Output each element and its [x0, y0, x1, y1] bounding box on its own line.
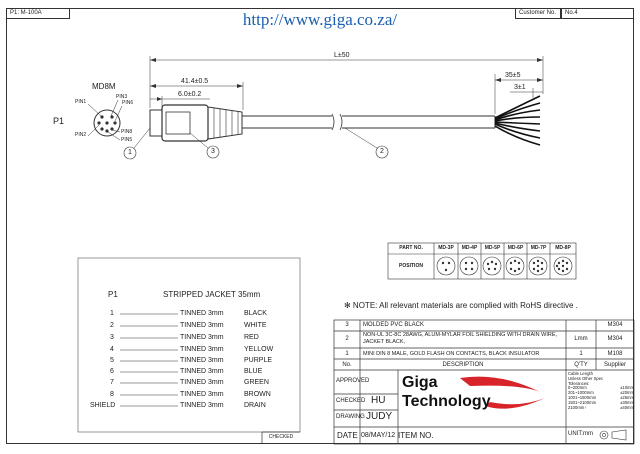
- bom-header-no: No.: [342, 362, 352, 368]
- drawing-label: DRAWING: [336, 414, 365, 420]
- part-md-4p: MD-4P: [461, 245, 478, 251]
- checked-bottom-label: CHECKED: [268, 434, 294, 440]
- date-value: 08/MAY/12: [361, 432, 396, 439]
- checked-label: CHECKED: [336, 398, 366, 404]
- part-md-5p: MD-5P: [484, 245, 501, 251]
- dim-35: 35±5: [505, 72, 521, 79]
- approved-label: APPROVED: [336, 378, 370, 384]
- pin-label: PIN3: [116, 94, 128, 100]
- pin-label: PIN1: [75, 99, 87, 105]
- dim-41: 41.4±0.5: [181, 78, 209, 85]
- part-md-3p: MD-3P: [438, 245, 454, 251]
- callout-3: [206, 145, 220, 159]
- company-name-line2: Technology: [402, 393, 491, 410]
- bom-header-desc: DESCRIPTION: [442, 362, 484, 368]
- callout-1-label: 1: [128, 149, 132, 156]
- bom-header-supplier: Supplier: [603, 362, 626, 368]
- dim-total-length: L±50: [334, 52, 350, 59]
- pin-dot: [100, 115, 104, 119]
- bom-qty: 1: [579, 351, 583, 357]
- part-no-header: PART NO.: [399, 245, 423, 251]
- bom-no: 2: [345, 336, 349, 342]
- connector-body: [161, 104, 209, 142]
- pin-dot: [100, 127, 104, 131]
- bom-header-qty: Q'TY: [574, 362, 588, 368]
- customer-number: No.4: [561, 8, 634, 19]
- dim-6: 6.0±0.2: [178, 91, 202, 98]
- connector-metal-shell: [149, 109, 163, 137]
- callout-2: [375, 145, 389, 159]
- part-md-7p: MD-7P: [530, 245, 547, 251]
- pin-dot: [113, 121, 117, 125]
- rohs-note: ✻ NOTE: All relevant materials are compl…: [344, 301, 578, 310]
- part-md-8p: MD-8P: [555, 245, 571, 251]
- customer-label: Customer No.: [515, 8, 561, 19]
- dim-3: 3±1: [514, 84, 526, 91]
- drawing-frame: [6, 8, 634, 444]
- website-url[interactable]: http://www.giga.co.za/: [242, 10, 398, 29]
- company-name-line1: Giga: [402, 374, 438, 391]
- part-number-box: P1: M-100A: [6, 8, 70, 19]
- pin-label: PIN6: [122, 100, 134, 106]
- wiring-box: [77, 257, 301, 433]
- callout-1: [123, 146, 137, 160]
- pin-dot: [110, 127, 114, 131]
- wiring-title: STRIPPED JACKET 35mm: [163, 290, 261, 299]
- giga-logo-swoosh: [460, 376, 540, 392]
- bom-supplier: M304: [607, 336, 623, 342]
- pos-md-6p: [505, 256, 525, 276]
- bom-qty: Lmm: [574, 336, 588, 342]
- bom-supplier: M304: [607, 322, 623, 328]
- drawn-by: JUDY: [366, 411, 393, 422]
- p1-label: P1: [53, 116, 65, 126]
- strain-relief: [207, 106, 243, 140]
- pin-dot: [105, 129, 109, 133]
- pin-label: PIN5: [121, 137, 133, 143]
- pin-dot: [97, 121, 101, 125]
- callout-2-label: 2: [380, 148, 384, 155]
- bom-desc: MOLDED PVC BLACK: [363, 322, 425, 328]
- part-md-6p: MD-6P: [507, 245, 524, 251]
- projection-symbol: [599, 430, 609, 440]
- pos-md-5p: [482, 256, 502, 276]
- connector-face: [93, 109, 121, 137]
- stripped-wires: [494, 95, 541, 146]
- item-no-label: ITEM NO.: [398, 431, 434, 440]
- tolerance-block: Cable Length Unless Other Spec Tolerance…: [568, 371, 634, 410]
- pin-label: PIN2: [75, 132, 87, 138]
- pin-dot: [105, 121, 109, 125]
- callout-3-label: 3: [211, 148, 215, 155]
- bom-desc: MINI DIN 8 MALE, GOLD FLASH ON CONTACTS,…: [363, 351, 540, 357]
- unit-label: UNIT:mm: [568, 431, 593, 437]
- date-label: DATE: [337, 431, 358, 440]
- pos-md-4p: [459, 256, 479, 276]
- bom-supplier: M108: [607, 351, 623, 357]
- wiring-p1: P1: [108, 290, 118, 299]
- bom-desc: NON-UL 3C-8C 28AWG, ALUM-MYLAR FOIL SHIE…: [363, 332, 558, 345]
- bom-no: 3: [345, 322, 349, 328]
- checked-by: HU: [371, 395, 386, 406]
- pos-md-3p: [436, 256, 456, 276]
- position-header: POSITION: [399, 263, 423, 269]
- pin-dot: [110, 115, 114, 119]
- pin-label: PIN8: [121, 129, 133, 135]
- connector-label: MD8M: [92, 82, 116, 91]
- bom-no: 1: [345, 351, 349, 357]
